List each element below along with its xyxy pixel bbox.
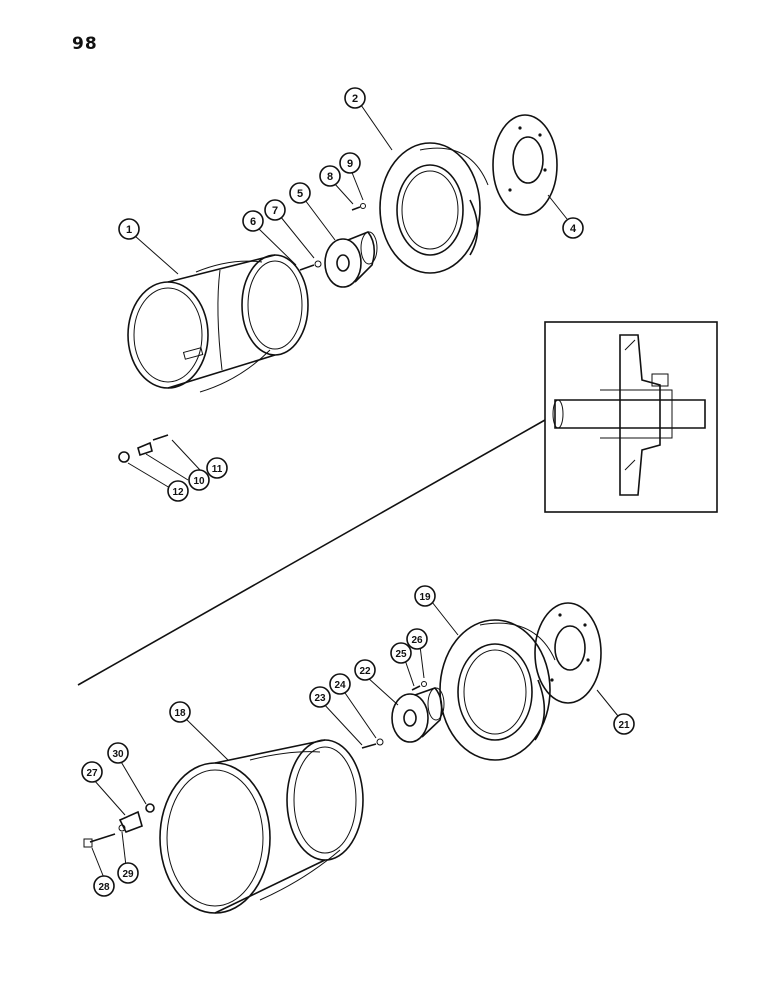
upper-lug-parts [118,434,169,463]
callout-29-label: 29 [122,869,134,880]
callout-30-label: 30 [112,749,124,760]
leader-lines [91,104,619,879]
lower-bolts [361,681,427,749]
callout-18-label: 18 [174,708,186,719]
lower-hub [391,687,445,743]
callout-26: 26 [406,628,428,650]
callout-1-label: 1 [126,224,132,236]
page-number: 98 [72,34,98,54]
callout-1: 1 [118,218,140,240]
callout-26-label: 26 [411,635,423,646]
callout-24: 24 [329,673,351,695]
callout-22-label: 22 [359,666,371,677]
upper-wheel-rim [127,254,309,393]
callout-11-label: 11 [212,464,223,475]
upper-center-disc [379,142,489,274]
callout-23: 23 [309,686,331,708]
callout-11: 11 [206,457,228,479]
callout-28-label: 28 [98,882,110,893]
callout-28: 28 [93,875,115,897]
callout-8: 8 [319,165,341,187]
lower-flange-plate [534,602,602,704]
callout-8-label: 8 [327,171,333,183]
callout-19-label: 19 [419,592,431,603]
callout-23-label: 23 [314,693,326,704]
callout-2-label: 2 [352,93,358,105]
callout-19: 19 [414,585,436,607]
callout-24-label: 24 [334,680,346,691]
callout-10: 10 [188,469,210,491]
inset-leader-line [77,419,546,686]
callout-7: 7 [264,199,286,221]
callout-25: 25 [390,642,412,664]
callout-21-label: 21 [618,720,630,731]
inset-detail [544,321,718,513]
callout-6-label: 6 [250,216,256,228]
callout-10-label: 10 [193,476,205,487]
callout-5: 5 [289,182,311,204]
callout-29: 29 [117,862,139,884]
callout-6: 6 [242,210,264,232]
upper-bolts [299,203,366,271]
callouts: 1 2 4 5 6 7 8 9 10 11 12 18 19 21 22 23 … [81,87,635,897]
lower-center-disc [439,619,556,761]
callout-5-label: 5 [297,188,303,200]
lower-clamp-parts [83,803,155,848]
callout-22: 22 [354,659,376,681]
callout-4-label: 4 [570,223,577,235]
callout-18: 18 [169,701,191,723]
callout-9-label: 9 [347,158,353,170]
callout-27-label: 27 [86,768,98,779]
callout-25-label: 25 [395,649,407,660]
upper-flange-plate [492,114,558,216]
callout-21: 21 [613,713,635,735]
callout-27: 27 [81,761,103,783]
lower-wheel-rim [159,739,364,914]
callout-9: 9 [339,152,361,174]
callout-12-label: 12 [172,487,184,498]
callout-30: 30 [107,742,129,764]
callout-7-label: 7 [272,205,278,217]
callout-12: 12 [167,480,189,502]
upper-hub [324,231,378,288]
callout-2: 2 [344,87,366,109]
callout-4: 4 [562,217,584,239]
